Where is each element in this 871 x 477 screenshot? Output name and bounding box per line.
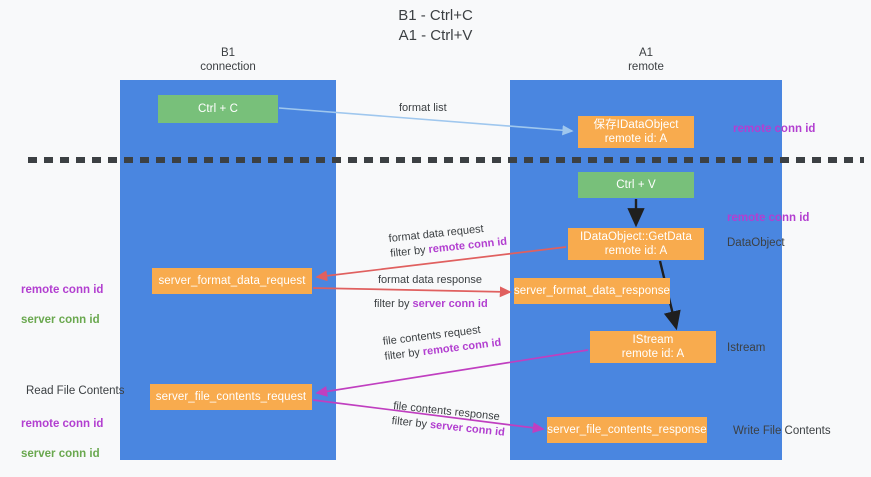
filter-prefix: filter by	[389, 243, 430, 260]
edge-label-format-data-request: format data request filter by remote con…	[388, 220, 508, 262]
filter-prefix: filter by	[383, 346, 424, 363]
side-label-write-file-contents: Write File Contents	[733, 425, 831, 437]
side-label-server-conn-id-mid-left: server conn id	[21, 314, 100, 326]
node-server-format-data-request[interactable]: server_format_data_request	[152, 268, 312, 294]
side-label-dataobject: DataObject	[727, 237, 785, 249]
filter-prefix: filter by	[374, 298, 413, 310]
lane-heading-a1: A1 remote	[628, 47, 664, 73]
side-label-server-conn-id-bottom-left: server conn id	[21, 448, 100, 460]
node-idataobject-getdata[interactable]: IDataObject::GetData remote id: A	[568, 228, 704, 260]
side-label-remote-conn-id-bottom-left: remote conn id	[21, 418, 104, 430]
node-save-idataobject[interactable]: 保存IDataObject remote id: A	[578, 116, 694, 148]
node-ctrl-v[interactable]: Ctrl + V	[578, 172, 694, 198]
arrow-format-data-response	[312, 286, 512, 298]
node-istream[interactable]: IStream remote id: A	[590, 331, 716, 363]
node-server-format-data-response[interactable]: server_format_data_response	[514, 278, 670, 304]
node-server-file-contents-request[interactable]: server_file_contents_request	[150, 384, 312, 410]
edge-label-format-list: format list	[399, 102, 447, 114]
lane-heading-b1: B1 connection	[200, 47, 256, 73]
side-label-remote-conn-id-mid-left: remote conn id	[21, 284, 104, 296]
side-label-remote-conn-id-top: remote conn id	[733, 123, 816, 135]
edge-label-file-contents-response: file contents response filter by server …	[391, 399, 507, 441]
phase-divider-dashed-line	[28, 157, 864, 163]
edge-label-format-data-response-filter: filter by server conn id	[374, 297, 488, 312]
edge-label-format-data-response-text: format data response	[378, 274, 482, 286]
edge-label-file-contents-request: file contents request filter by remote c…	[382, 321, 502, 365]
node-ctrl-c[interactable]: Ctrl + C	[158, 95, 278, 123]
filter-prefix: filter by	[391, 414, 431, 431]
side-label-read-file-contents: Read File Contents	[26, 385, 125, 397]
diagram-title: B1 - Ctrl+C A1 - Ctrl+V	[398, 7, 473, 44]
side-label-remote-conn-id-mid: remote conn id	[727, 212, 810, 224]
filter-key-server-conn-id: server conn id	[412, 298, 488, 310]
diagram-canvas: B1 - Ctrl+C A1 - Ctrl+V B1 connection A1…	[21, 7, 864, 460]
side-label-istream: Istream	[727, 342, 766, 354]
side-label-conn-ids-bottom: remote conn id server conn id	[21, 402, 103, 477]
side-label-conn-ids-mid: remote conn id server conn id	[21, 268, 103, 343]
node-server-file-contents-response[interactable]: server_file_contents_response	[547, 417, 707, 443]
edge-label-format-data-response: format data response	[378, 273, 482, 288]
